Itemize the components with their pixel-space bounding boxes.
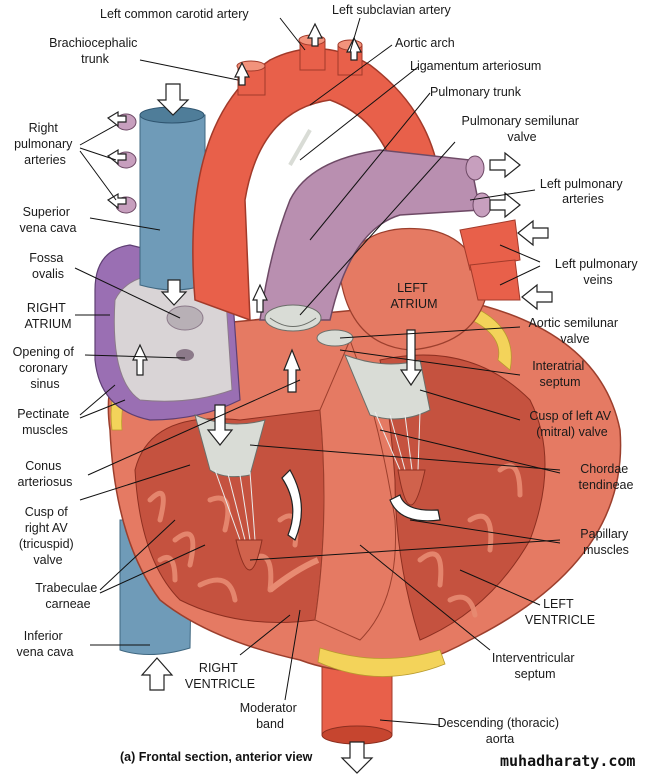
label-trabeculae-carneae: Trabeculae carneae — [35, 581, 101, 611]
label-cusp-of-left-av-valve: Cusp of left AV (mitral) valve — [529, 409, 614, 439]
label-pectinate-muscles: Pectinate muscles — [17, 407, 73, 437]
label-right-pulmonary-arteries: Right pulmonary arteries — [14, 121, 76, 167]
label-ligamentum-arteriosum: Ligamentum arteriosum — [410, 59, 541, 73]
left-ventricle-chamber — [379, 354, 546, 641]
left-papillary-muscle — [397, 469, 426, 506]
label-left-pulmonary-veins: Left pulmonary veins — [555, 257, 641, 287]
label-papillary-muscles: Papillary muscles — [580, 527, 631, 557]
label-opening-of-coronary-sinus: Opening of coronary sinus — [13, 345, 78, 391]
right-papillary-muscle — [235, 539, 263, 571]
label-left-common-carotid-artery: Left common carotid artery — [100, 7, 249, 21]
moderator-band-structure — [268, 557, 320, 593]
figure-caption: (a) Frontal section, anterior view — [120, 750, 313, 764]
blood-flow-arrows — [106, 22, 553, 774]
watermark-text: muhadharaty.com — [500, 752, 635, 770]
label-descending-thoracic-aorta: Descending (thoracic) aorta — [437, 716, 562, 746]
label-right-atrium: RIGHT ATRIUM — [25, 301, 72, 331]
label-left-pulmonary-arteries: Left pulmonary arteries — [540, 177, 626, 206]
label-conus-arteriosus: Conus arteriosus — [18, 459, 73, 489]
label-pulmonary-trunk: Pulmonary trunk — [430, 85, 522, 99]
aortic-arch-vessel — [192, 47, 441, 322]
aortic-semilunar-valve-shape — [316, 329, 354, 347]
label-brachiocephalic-trunk: Brachiocephalic trunk — [49, 36, 141, 66]
fossa-ovalis-depression — [166, 305, 204, 331]
label-cusp-of-right-av-valve: Cusp of right AV (tricuspid) valve — [19, 505, 77, 567]
label-superior-vena-cava: Superior vena cava — [20, 205, 77, 235]
label-left-atrium: LEFT ATRIUM — [391, 281, 438, 311]
label-right-ventricle: RIGHT VENTRICLE — [185, 661, 255, 691]
label-left-subclavian-artery: Left subclavian artery — [332, 3, 452, 17]
label-moderator-band: Moderator band — [240, 701, 300, 731]
label-fossa-ovalis: Fossa ovalis — [29, 251, 67, 281]
label-interatrial-septum: Interatrial septum — [532, 359, 588, 389]
label-aortic-semilunar-valve: Aortic semilunar valve — [528, 316, 621, 346]
label-aortic-arch: Aortic arch — [395, 36, 455, 50]
pulmonary-semilunar-valve-shape — [264, 304, 322, 332]
label-inferior-vena-cava: Inferior vena cava — [17, 629, 74, 659]
label-interventricular-septum: Interventricular septum — [492, 651, 578, 681]
chordae-lines — [214, 411, 421, 541]
label-left-ventricle: LEFT VENTRICLE — [525, 597, 595, 627]
labels: Left common carotid artery Left subclavi… — [13, 3, 641, 770]
leader-lines — [74, 17, 561, 726]
label-chordae-tendineae: Chordae tendineae — [579, 462, 634, 492]
label-pulmonary-semilunar-valve: Pulmonary semilunar valve — [462, 114, 583, 144]
